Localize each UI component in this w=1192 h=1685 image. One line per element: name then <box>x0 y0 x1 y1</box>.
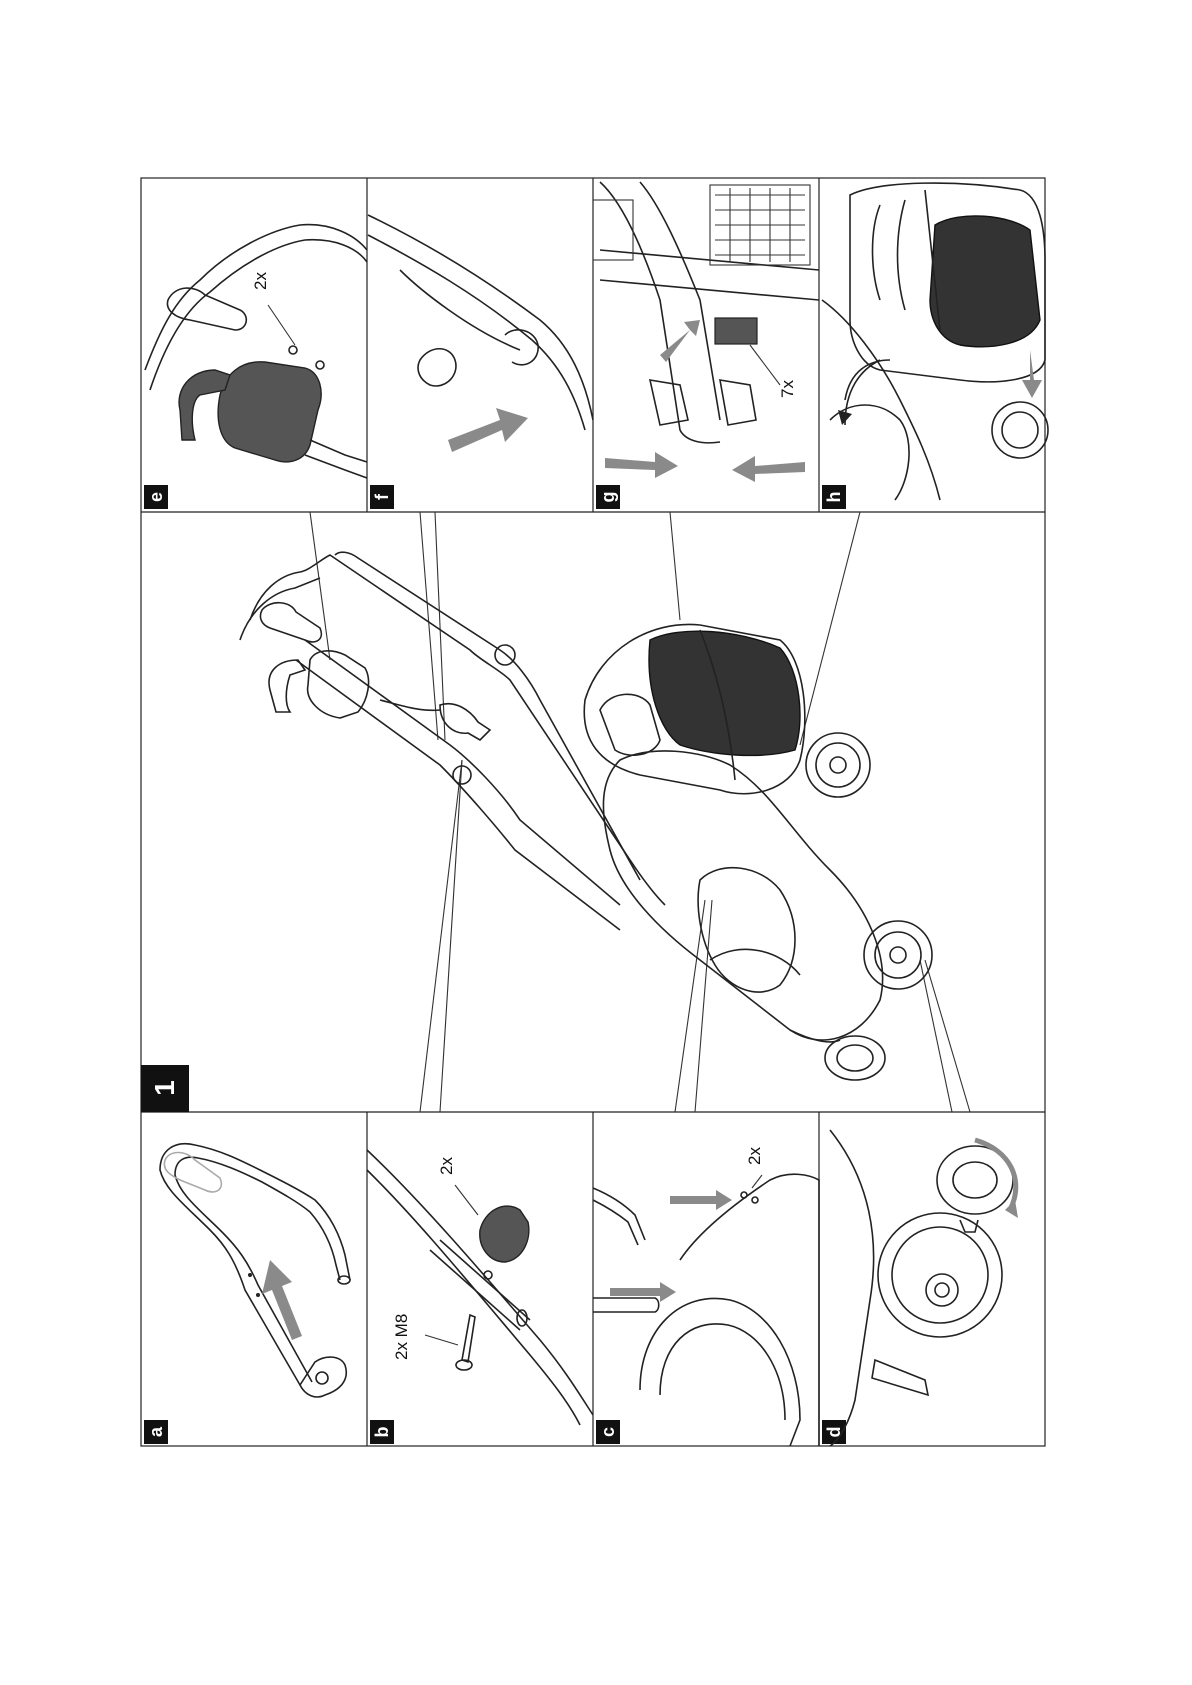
panel-c-label: c <box>596 1420 620 1444</box>
svg-text:7x: 7x <box>778 380 797 398</box>
svg-text:2x: 2x <box>437 1157 456 1175</box>
svg-text:h: h <box>824 492 844 503</box>
panel-b-illustration: 2x 2x M8 <box>367 1150 593 1425</box>
svg-text:d: d <box>824 1427 844 1438</box>
wheel <box>878 1213 1002 1337</box>
panel-h-label: h <box>822 485 846 509</box>
wheel-rear-right <box>806 733 870 797</box>
panel-a-label: a <box>144 1420 168 1444</box>
panel-g-label: g <box>596 485 620 509</box>
svg-text:f: f <box>372 493 392 500</box>
wheel-cap <box>937 1146 1013 1232</box>
panel-c-illustration: 2x <box>593 1147 819 1446</box>
svg-text:a: a <box>146 1426 166 1437</box>
panel-h-illustration <box>822 183 1048 500</box>
svg-text:1: 1 <box>149 1080 180 1096</box>
svg-text:g: g <box>598 492 618 503</box>
svg-text:e: e <box>146 492 166 502</box>
svg-text:2x: 2x <box>745 1147 764 1165</box>
panel-e-label: e <box>144 485 168 509</box>
panel-a-illustration <box>160 1144 350 1397</box>
svg-text:2x: 2x <box>251 272 270 290</box>
panel-e-illustration: 2x <box>145 225 367 478</box>
panel-f-illustration <box>368 215 593 452</box>
panel-b-label: b <box>370 1420 394 1444</box>
panel-g-illustration: 7x <box>593 182 819 482</box>
main-mower-illustration <box>240 552 932 1080</box>
svg-text:2x M8: 2x M8 <box>392 1314 411 1360</box>
svg-text:c: c <box>598 1427 618 1437</box>
connector-lines <box>310 512 970 1112</box>
panel-f-label: f <box>370 485 394 509</box>
panel-1-label: 1 <box>141 1065 189 1112</box>
svg-text:b: b <box>372 1427 392 1438</box>
panel-d-illustration <box>830 1130 1018 1446</box>
wheel-front-left <box>825 1036 885 1080</box>
wheel-front-right <box>864 921 932 989</box>
